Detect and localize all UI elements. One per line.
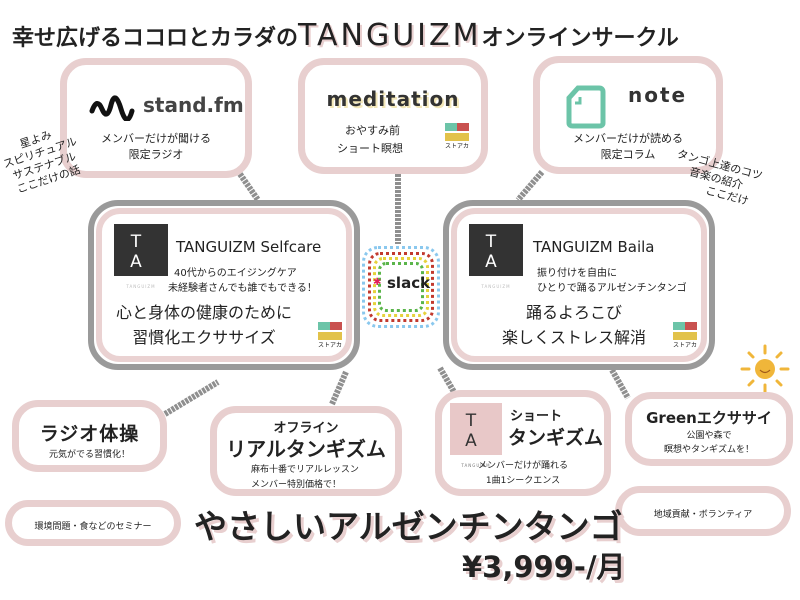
volunteer-card[interactable]: 地域貢献・ボランティア xyxy=(615,486,791,536)
radio-exercise-card[interactable]: ラジオ体操 元気がでる習慣化！ xyxy=(12,400,167,472)
storaka-logo-icon: ストアカ xyxy=(318,322,342,352)
standfm-line1: メンバーだけが聞ける xyxy=(101,132,211,145)
short-pre: ショート xyxy=(510,409,563,424)
seminar-card[interactable]: 環境問題・食などのセミナー xyxy=(5,500,181,546)
offline-title: リアルタンギズム xyxy=(226,437,386,461)
volunteer-label: 地域貢献・ボランティア xyxy=(653,510,753,520)
meditation-card[interactable]: meditation おやすみ前 ショート瞑想 ストアカ xyxy=(298,58,488,174)
short-title: タンギズム xyxy=(508,427,604,449)
offline-pre: オフライン xyxy=(273,421,339,436)
standfm-line2: 限定ラジオ xyxy=(128,148,184,161)
note-title: note xyxy=(628,83,688,107)
seminar-label: 環境問題・食などのセミナー xyxy=(34,522,152,532)
radio-sub: 元気がでる習慣化！ xyxy=(48,450,130,460)
standfm-card[interactable]: stand.fm メンバーだけが聞ける 限定ラジオ xyxy=(60,58,252,178)
green-exercise-card[interactable]: Greenエクササイ 公園や森で瞑想やタンギズムを！ xyxy=(625,392,793,466)
monthly-price: ¥3,999-/月 xyxy=(462,550,626,584)
note-line1: メンバーだけが読める xyxy=(573,132,683,145)
slack-hash-icon: ✱ xyxy=(373,277,382,288)
slack-label: slack xyxy=(387,274,431,292)
footer-headline: やさしいアルゼンチンタンゴ xyxy=(194,507,623,546)
radio-title: ラジオ体操 xyxy=(39,423,140,445)
standfm-wave-icon xyxy=(89,95,135,121)
green-desc: 公園や森で瞑想やタンギズムを！ xyxy=(663,431,754,455)
meditation-line2: ショート瞑想 xyxy=(337,142,403,155)
offline-desc: 麻布十番でリアルレッスンメンバー特別価格で！ xyxy=(251,465,359,490)
selfcare-desc: 40代からのエイジングケア未経験者さんでも誰でもできる！ xyxy=(168,268,317,294)
storaka-logo-icon: ストアカ xyxy=(445,123,469,153)
baila-title: TANGUIZM Baila xyxy=(533,238,655,256)
meditation-line1: おやすみ前 xyxy=(345,124,400,137)
sun-icon xyxy=(740,344,790,394)
green-title: Greenエクササイ xyxy=(646,409,772,427)
page-title: 幸せ広げるココロとカラダのTANGUIZMオンラインサークル xyxy=(12,18,679,53)
storaka-logo-icon: ストアカ xyxy=(673,322,697,352)
note-line2: 限定コラム xyxy=(600,148,656,161)
selfcare-headline: 心と身体の健康のために習慣化エクササイズ xyxy=(115,303,292,347)
baila-headline: 踊るよろこび楽しくストレス解消 xyxy=(501,303,646,347)
meditation-title: meditation xyxy=(326,87,460,111)
note-card[interactable]: note メンバーだけが読める 限定コラム xyxy=(533,56,723,174)
offline-card[interactable]: オフライン リアルタンギズム 麻布十番でリアルレッスンメンバー特別価格で！ xyxy=(210,406,402,496)
selfcare-title: TANGUIZM Selfcare xyxy=(176,238,322,256)
standfm-logo: stand.fm xyxy=(143,93,244,117)
slack-badge[interactable]: ✱ slack xyxy=(362,246,440,328)
note-document-icon xyxy=(566,85,606,129)
baila-desc: 振り付けを自由にひとりで踊るアルゼンチンタンゴ xyxy=(537,268,687,294)
